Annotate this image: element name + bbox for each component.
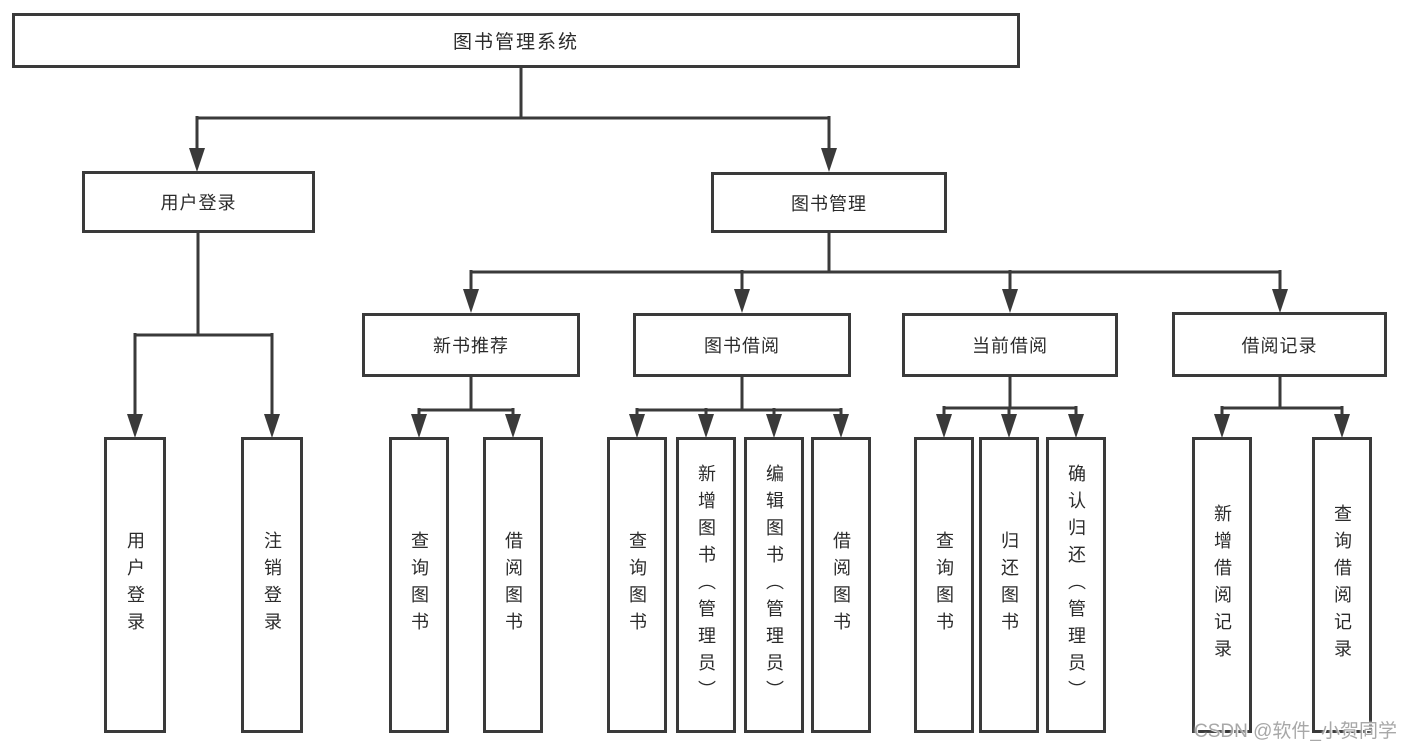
leaf-label: 借阅图书 [503,531,523,639]
fork-root [195,67,831,150]
leaf-query-books-current: 查询图书 [914,437,974,733]
leaf-label: 查询图书 [627,531,647,639]
leaf-label: 归还图书 [999,531,1019,639]
leaf-edit-books-admin: 编辑图书（管理员） [744,437,804,733]
fork-new-books [417,377,515,416]
node-book-management: 图书管理 [711,172,947,233]
leaf-logout: 注销登录 [241,437,303,733]
leaf-query-borrow-record: 查询借阅记录 [1312,437,1372,733]
leaf-label: 查询图书 [409,531,429,639]
fork-records [1220,377,1344,416]
csdn-watermark: CSDN @软件_小贺同学 [1194,721,1397,742]
fork-user-login [133,233,274,416]
node-user-login: 用户登录 [82,171,315,233]
arrowheads [127,148,1350,438]
leaf-label: 编辑图书（管理员） [764,463,784,707]
node-book-borrowing: 图书借阅 [633,313,851,377]
fork-book-mgmt [469,233,1282,291]
leaf-label: 借阅图书 [831,531,851,639]
leaf-query-books-borrowing: 查询图书 [607,437,667,733]
fork-borrowing [635,377,843,416]
fork-current [942,377,1078,416]
leaf-label: 新增借阅记录 [1212,504,1232,666]
leaf-label: 用户登录 [125,531,145,639]
leaf-add-borrow-record: 新增借阅记录 [1192,437,1252,733]
leaf-return-books: 归还图书 [979,437,1039,733]
leaf-user-login: 用户登录 [104,437,166,733]
leaf-label: 注销登录 [262,531,282,639]
leaf-label: 查询图书 [934,531,954,639]
node-borrowing-records: 借阅记录 [1172,312,1387,377]
node-new-book-recommend: 新书推荐 [362,313,580,377]
leaf-borrow-books-recommend: 借阅图书 [483,437,543,733]
leaf-label: 新增图书（管理员） [696,463,716,707]
leaf-label: 查询借阅记录 [1332,504,1352,666]
node-current-borrowing: 当前借阅 [902,313,1118,377]
leaf-confirm-return-admin: 确认归还（管理员） [1046,437,1106,733]
leaf-query-books-recommend: 查询图书 [389,437,449,733]
leaf-label: 确认归还（管理员） [1066,463,1086,707]
node-system-root: 图书管理系统 [12,13,1020,68]
leaf-add-books-admin: 新增图书（管理员） [676,437,736,733]
leaf-borrow-books: 借阅图书 [811,437,871,733]
